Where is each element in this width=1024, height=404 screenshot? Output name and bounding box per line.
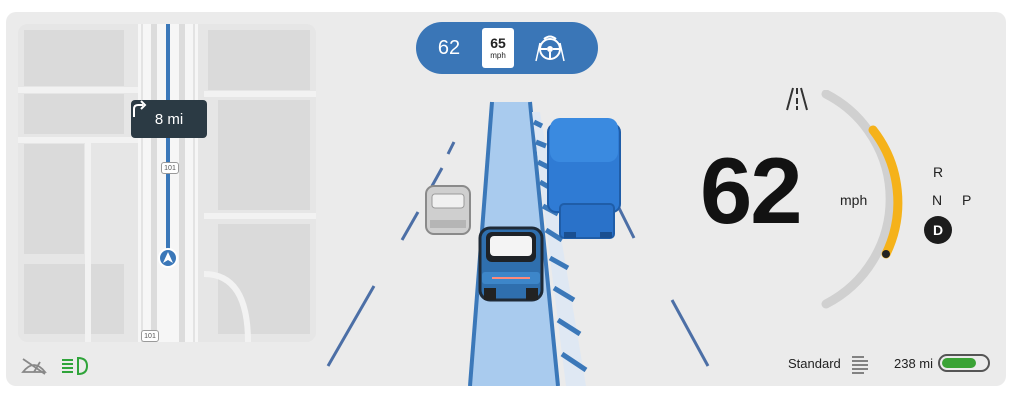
turn-distance: 8 mi — [154, 110, 184, 128]
adjacent-car — [425, 185, 471, 235]
turn-instruction-card[interactable]: 8 mi — [131, 100, 207, 138]
battery-range: 238 mi — [894, 356, 934, 371]
gear-park[interactable]: P — [962, 192, 972, 208]
navigation-map[interactable]: 101 101 8 mi — [18, 24, 316, 342]
current-speed-small: 62 — [437, 36, 461, 59]
road-visualization — [326, 101, 710, 386]
steering-wheel-driver-icon[interactable] — [534, 33, 566, 63]
headlights-on-icon[interactable] — [60, 355, 90, 377]
ego-vehicle — [478, 226, 544, 302]
lane-lines-icon — [852, 356, 868, 374]
speed-limit-sign: 65 mph — [482, 28, 514, 68]
speedometer-value: 62 — [700, 138, 803, 243]
lead-truck — [547, 118, 621, 239]
map-streets — [18, 24, 316, 342]
lane-departure-icon — [786, 87, 808, 111]
windshield-wiper-off-icon[interactable] — [20, 356, 48, 376]
instrument-cluster: 101 101 8 mi 62 65 mph — [6, 12, 1006, 386]
gear-drive-active[interactable]: D — [924, 216, 952, 244]
turn-right-arrow-icon — [133, 100, 147, 117]
speed-unit: mph — [840, 192, 868, 208]
route-shield-marker: 101 — [161, 162, 179, 174]
speed-limit-value: 65 — [490, 35, 506, 51]
gear-neutral[interactable]: N — [932, 192, 943, 208]
battery-indicator — [938, 354, 990, 372]
speed-limit-pill[interactable]: 62 65 mph — [416, 22, 598, 74]
route-shield-marker: 101 — [141, 330, 159, 342]
gear-reverse[interactable]: R — [933, 164, 944, 180]
battery-fill — [942, 358, 977, 368]
speed-limit-unit: mph — [490, 51, 506, 60]
drive-mode-label[interactable]: Standard — [788, 356, 841, 371]
speed-arc-gauge — [821, 90, 903, 309]
